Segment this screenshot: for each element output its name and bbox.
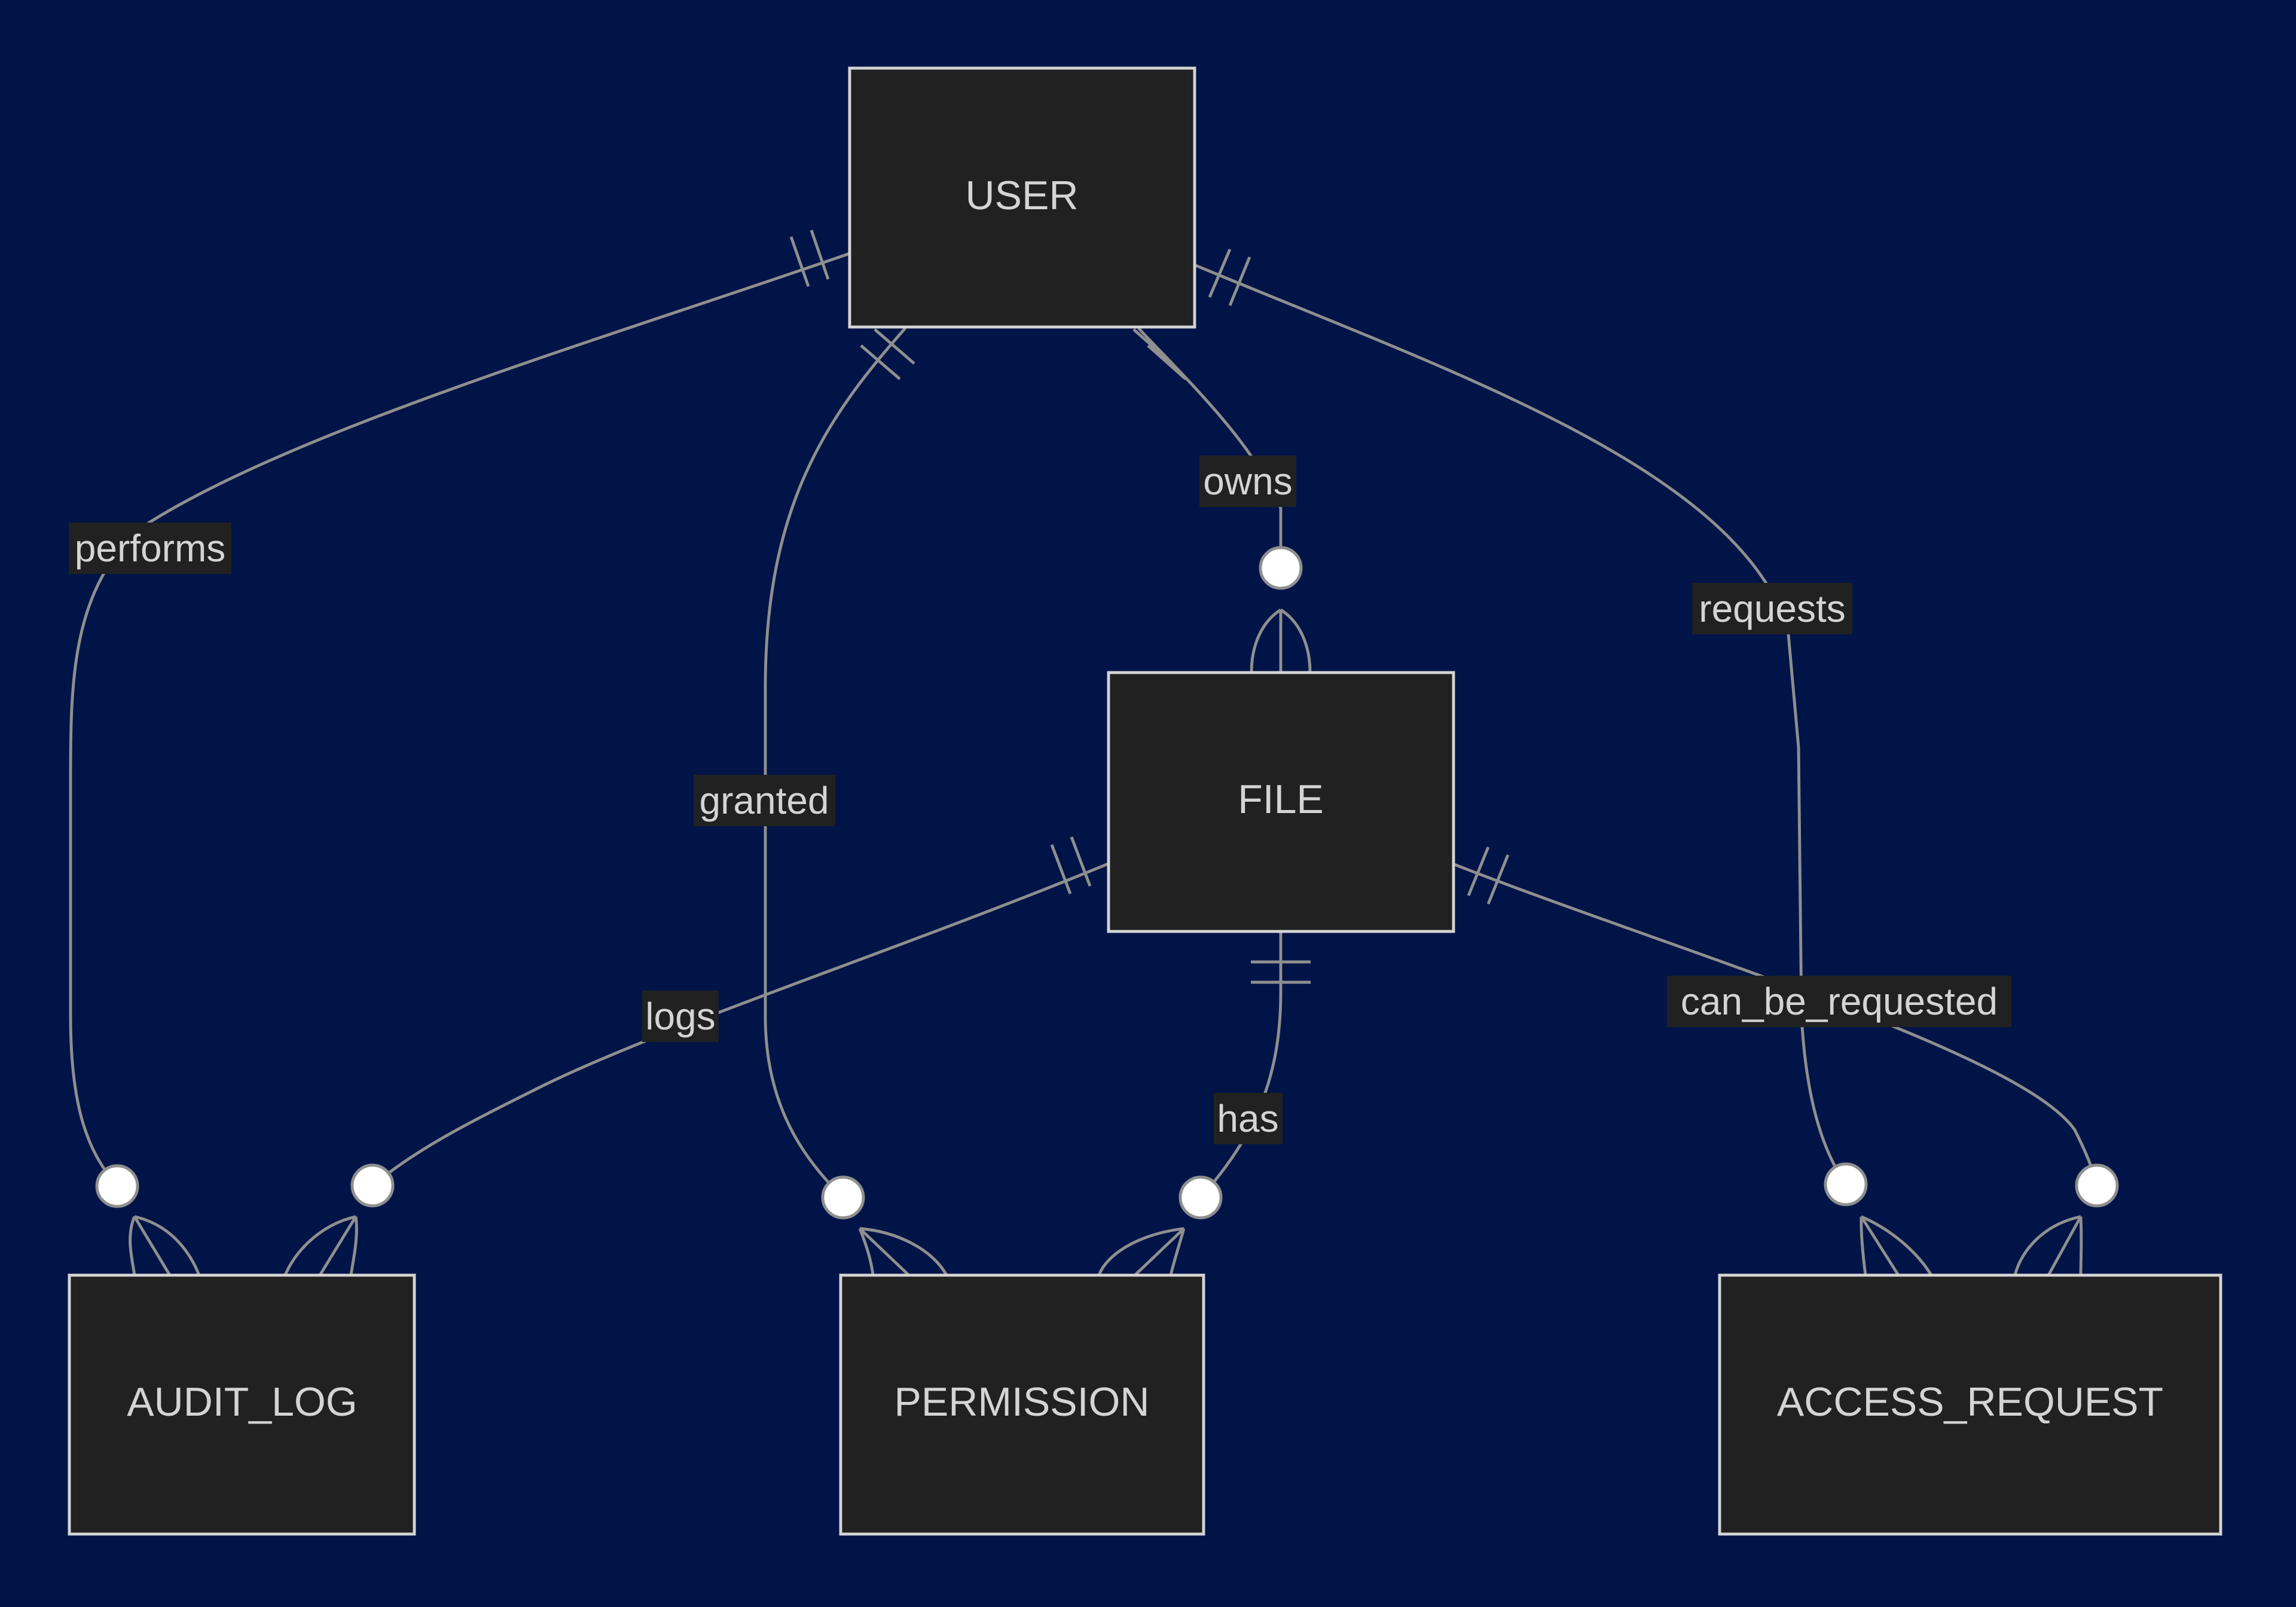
marker-file-has [1251, 960, 1311, 984]
marker-file-logs [1050, 836, 1092, 894]
rel-label-granted-text: granted [699, 779, 829, 822]
marker-user-owns [1132, 328, 1187, 380]
entity-permission[interactable]: PERMISSION [839, 1273, 1205, 1536]
entity-audit-log[interactable]: AUDIT_LOG [68, 1273, 416, 1536]
edge-can-be-requested [1452, 862, 2099, 1186]
entity-user[interactable]: USER [848, 66, 1196, 329]
entity-access-request-label: ACCESS_REQUEST [1777, 1379, 2163, 1425]
rel-label-logs: logs [642, 991, 719, 1042]
marker-user-requests [1208, 249, 1251, 306]
entity-file[interactable]: FILE [1107, 671, 1455, 933]
edge-granted [764, 327, 906, 1199]
rel-label-performs: performs [69, 523, 231, 574]
marker-access-requests [1824, 1162, 1933, 1276]
rel-label-can-be-requested: can_be_requested [1667, 976, 2011, 1027]
relationship-labels: performs granted owns requests logs has … [69, 456, 2011, 1144]
marker-user-granted [860, 328, 915, 380]
marker-access-can-be-requested [2013, 1163, 2119, 1276]
relationship-edges [69, 252, 2099, 1199]
exactly-one-markers [789, 230, 1510, 984]
entity-permission-label: PERMISSION [894, 1379, 1150, 1425]
rel-label-owns: owns [1199, 456, 1296, 507]
rel-label-has: has [1214, 1093, 1283, 1144]
marker-user-performs [789, 230, 830, 287]
edge-owns [1137, 327, 1283, 568]
rel-label-granted: granted [694, 775, 835, 826]
edge-requests [1195, 264, 1848, 1186]
rel-label-logs-text: logs [645, 995, 715, 1038]
marker-audit-logs [283, 1163, 395, 1276]
zero-or-more-markers [95, 546, 2119, 1276]
rel-label-requests: requests [1692, 583, 1852, 634]
marker-permission-has [1097, 1175, 1223, 1276]
rel-label-can-be-requested-text: can_be_requested [1681, 980, 1998, 1023]
rel-label-owns-text: owns [1203, 460, 1292, 503]
entities: USER FILE AUDIT_LOG PERMISSION ACCESS_RE… [68, 66, 2222, 1536]
entity-file-label: FILE [1238, 777, 1324, 822]
rel-label-requests-text: requests [1699, 587, 1845, 630]
entity-audit-log-label: AUDIT_LOG [127, 1379, 357, 1425]
edge-performs [69, 252, 850, 1187]
marker-file-can-be-requested [1467, 847, 1510, 905]
marker-audit-performs [95, 1164, 201, 1276]
entity-user-label: USER [966, 173, 1079, 218]
edge-has [1199, 931, 1283, 1199]
edge-logs [371, 862, 1109, 1187]
rel-label-performs-text: performs [75, 527, 226, 570]
marker-permission-granted [821, 1175, 948, 1276]
entity-access-request[interactable]: ACCESS_REQUEST [1718, 1273, 2222, 1536]
marker-file-owns [1250, 546, 1312, 673]
rel-label-has-text: has [1217, 1097, 1278, 1140]
